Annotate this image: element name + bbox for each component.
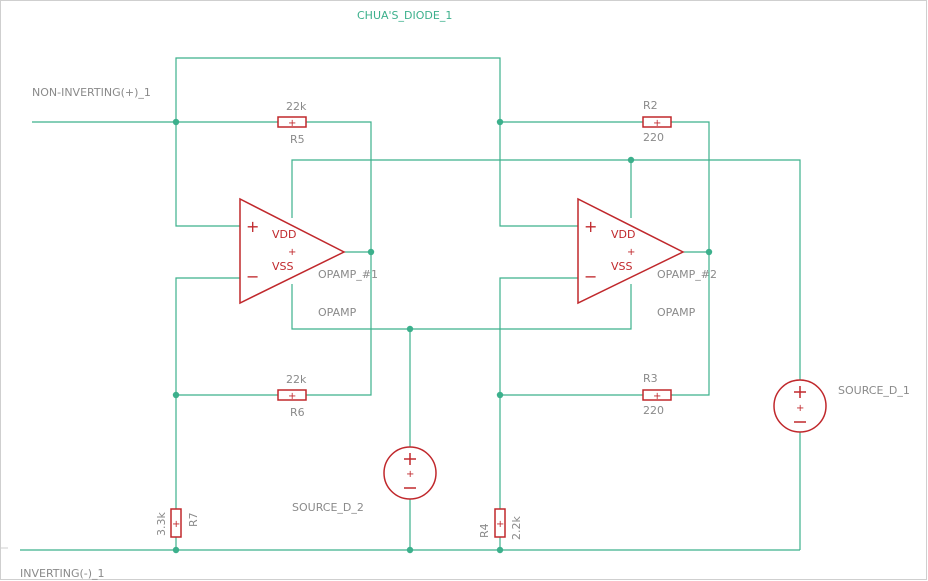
opamp-name: OPAMP_#1 bbox=[318, 268, 378, 281]
opamp-value: OPAMP bbox=[318, 306, 357, 319]
resistor-polarity: + bbox=[288, 118, 296, 129]
wire-opamp1-out bbox=[306, 251, 372, 396]
resistor-body bbox=[170, 508, 182, 538]
opamp-vdd-label: VDD bbox=[272, 228, 296, 241]
opamp-value: OPAMP bbox=[657, 306, 696, 319]
resistor-name: R7 bbox=[187, 512, 200, 527]
resistor-r2[interactable]: + R2 220 bbox=[642, 99, 672, 144]
wires bbox=[20, 57, 801, 551]
wire-top-loop bbox=[175, 57, 501, 122]
resistor-body bbox=[277, 116, 307, 128]
junction-dot bbox=[172, 391, 180, 399]
resistor-value: 22k bbox=[286, 373, 307, 386]
opamp-1[interactable]: + − VDD + VSS OPAMP_#1 OPAMP bbox=[239, 197, 378, 319]
junction-dot bbox=[172, 546, 180, 554]
resistor-r7[interactable]: + 3.3k R7 bbox=[155, 508, 200, 538]
resistor-body bbox=[642, 389, 672, 401]
opamp-name: OPAMP_#2 bbox=[657, 268, 717, 281]
wire-r5-feedback bbox=[306, 121, 372, 252]
resistor-r6[interactable]: + 22k R6 bbox=[277, 373, 307, 419]
voltage-source-d2[interactable]: + SOURCE_D_2 bbox=[292, 446, 437, 514]
resistor-value: 220 bbox=[643, 404, 664, 417]
voltage-source-d1[interactable]: + SOURCE_D_1 bbox=[773, 379, 910, 433]
resistor-r4[interactable]: + R4 2.2k bbox=[478, 508, 523, 540]
resistor-polarity: + bbox=[496, 519, 504, 530]
resistor-name: R6 bbox=[290, 406, 305, 419]
source-center-plus: + bbox=[406, 469, 414, 480]
junction-dot bbox=[406, 546, 414, 554]
schematic-title: CHUA'S_DIODE_1 bbox=[357, 9, 452, 22]
port-inverting-label: INVERTING(-)_1 bbox=[20, 567, 105, 580]
opamp-triangle bbox=[239, 197, 346, 305]
wire-opamp2-plus bbox=[499, 122, 578, 227]
junctions bbox=[172, 118, 713, 554]
junction-dot bbox=[172, 118, 180, 126]
wire-opamp2-out bbox=[671, 251, 710, 396]
opamp-plus-sign: + bbox=[584, 217, 597, 236]
wire-opamp2-minus bbox=[499, 277, 578, 395]
junction-dot bbox=[367, 248, 375, 256]
resistor-value: 2.2k bbox=[510, 516, 523, 540]
source-circle bbox=[383, 446, 437, 500]
junction-dot bbox=[705, 248, 713, 256]
opamp-2[interactable]: + − VDD + VSS OPAMP_#2 OPAMP bbox=[577, 197, 717, 319]
wire-opamp1-plus bbox=[175, 122, 240, 227]
junction-dot bbox=[496, 391, 504, 399]
junction-dot bbox=[496, 118, 504, 126]
source-name: SOURCE_D_2 bbox=[292, 501, 364, 514]
wire-vdd-rail bbox=[291, 159, 801, 380]
opamp-vdd-label: VDD bbox=[611, 228, 635, 241]
opamp-triangle bbox=[577, 197, 685, 305]
junction-dot bbox=[627, 156, 635, 164]
opamp-vss-label: VSS bbox=[272, 260, 294, 273]
opamp-center-plus: + bbox=[627, 247, 635, 258]
resistor-body bbox=[642, 116, 672, 128]
resistor-r3[interactable]: + R3 220 bbox=[642, 372, 672, 417]
source-circle bbox=[773, 379, 827, 433]
resistor-polarity: + bbox=[653, 391, 661, 402]
resistor-value: 3.3k bbox=[155, 512, 168, 536]
junction-dot bbox=[496, 546, 504, 554]
resistor-name: R2 bbox=[643, 99, 658, 112]
resistor-name: R3 bbox=[643, 372, 658, 385]
wire-opamp1-minus bbox=[175, 277, 240, 395]
resistor-polarity: + bbox=[172, 519, 180, 530]
resistor-name: R4 bbox=[478, 523, 491, 538]
opamp-plus-sign: + bbox=[246, 217, 259, 236]
resistor-body bbox=[277, 389, 307, 401]
source-center-plus: + bbox=[796, 403, 804, 414]
resistor-r5[interactable]: + 22k R5 bbox=[277, 100, 307, 146]
resistor-body bbox=[494, 508, 506, 538]
resistor-name: R5 bbox=[290, 133, 305, 146]
opamp-vss-label: VSS bbox=[611, 260, 633, 273]
wire-vss-rail bbox=[291, 284, 632, 330]
resistor-polarity: + bbox=[288, 391, 296, 402]
wire-r2-feedback bbox=[671, 121, 710, 252]
resistor-value: 22k bbox=[286, 100, 307, 113]
opamp-center-plus: + bbox=[288, 247, 296, 258]
source-name: SOURCE_D_1 bbox=[838, 384, 910, 397]
resistor-value: 220 bbox=[643, 131, 664, 144]
resistor-polarity: + bbox=[653, 118, 661, 129]
opamp-minus-sign: − bbox=[246, 267, 259, 286]
opamp-minus-sign: − bbox=[584, 267, 597, 286]
port-noninverting-label: NON-INVERTING(+)_1 bbox=[32, 86, 151, 99]
junction-dot bbox=[406, 325, 414, 333]
